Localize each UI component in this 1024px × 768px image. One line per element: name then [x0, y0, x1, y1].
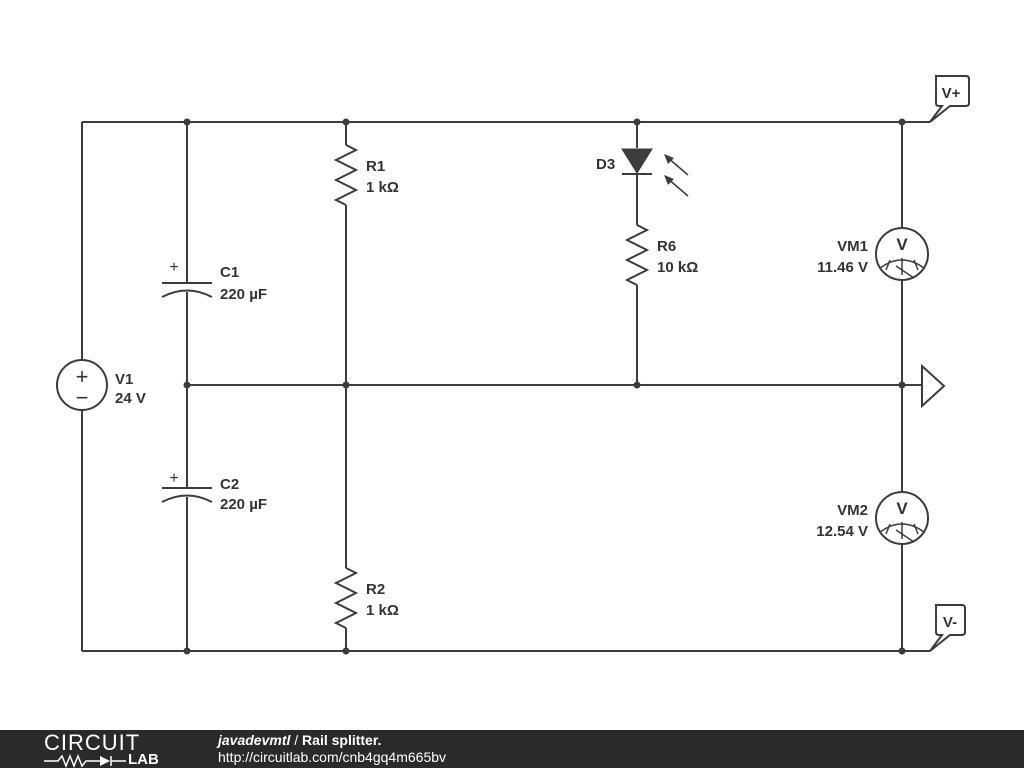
c1-value: 220 µF [220, 286, 267, 303]
vm1-name: VM1 [837, 238, 868, 255]
vm1-symbol: V [896, 235, 908, 254]
r2-name: R2 [366, 581, 385, 598]
wires [81, 121, 922, 652]
capacitor-c2[interactable]: + C2 220 µF [161, 470, 267, 513]
logo-text-circuit: CIRCUIT [44, 730, 141, 755]
vm2-reading: 12.54 V [816, 523, 868, 540]
v1-minus-sign: − [76, 385, 89, 410]
vm1-reading: 11.46 V [817, 259, 868, 276]
circuit-url[interactable]: http://circuitlab.com/cnb4gq4m665bv [218, 749, 447, 765]
c2-value: 220 µF [220, 496, 267, 513]
credit-separator: / [290, 732, 303, 748]
footer-bar: CIRCUIT LAB javadevmtl / Rail splitter. … [0, 730, 1024, 768]
port-v-plus[interactable]: V+ [902, 75, 970, 123]
r1-value: 1 kΩ [366, 179, 399, 196]
v1-value: 24 V [115, 390, 146, 407]
voltmeter-vm1[interactable]: V VM1 11.46 V [817, 227, 929, 281]
d3-name: D3 [596, 156, 615, 173]
author-link[interactable]: javadevmtl [218, 732, 291, 748]
v-plus-label: V+ [942, 85, 961, 102]
v-minus-label: V- [943, 614, 957, 631]
vm2-name: VM2 [837, 502, 868, 519]
vm2-symbol: V [896, 499, 908, 518]
r6-name: R6 [657, 238, 676, 255]
circuitlab-logo[interactable]: CIRCUIT LAB [44, 732, 184, 768]
circuit-title[interactable]: Rail splitter. [302, 732, 382, 748]
c1-name: C1 [220, 264, 239, 281]
schematic-canvas: + − V1 24 V + C1 220 µF + C2 220 µF R1 1… [56, 75, 970, 655]
port-v-minus[interactable]: V- [902, 604, 966, 652]
voltage-source-v1[interactable]: + − V1 24 V [56, 359, 146, 411]
junctions [183, 118, 906, 655]
capacitor-c1[interactable]: + C1 220 µF [161, 259, 267, 303]
c1-polarity-mark: + [169, 259, 178, 276]
c2-name: C2 [220, 476, 239, 493]
v1-name: V1 [115, 371, 133, 388]
r2-value: 1 kΩ [366, 602, 399, 619]
r6-value: 10 kΩ [657, 259, 698, 276]
circuit-credits: javadevmtl / Rail splitter. http://circu… [218, 732, 446, 766]
logo-text-lab: LAB [128, 751, 159, 768]
resistor-r1[interactable]: R1 1 kΩ [333, 144, 399, 206]
c2-polarity-mark: + [169, 470, 178, 487]
r1-name: R1 [366, 158, 385, 175]
led-d3[interactable]: D3 [596, 148, 689, 197]
v1-plus-sign: + [76, 364, 89, 389]
reference-port[interactable] [921, 363, 946, 409]
voltmeter-vm2[interactable]: V VM2 12.54 V [816, 491, 929, 545]
resistor-r2[interactable]: R2 1 kΩ [333, 567, 399, 629]
resistor-r6[interactable]: R6 10 kΩ [624, 224, 698, 286]
logo-resistor-diode-icon [44, 754, 126, 768]
